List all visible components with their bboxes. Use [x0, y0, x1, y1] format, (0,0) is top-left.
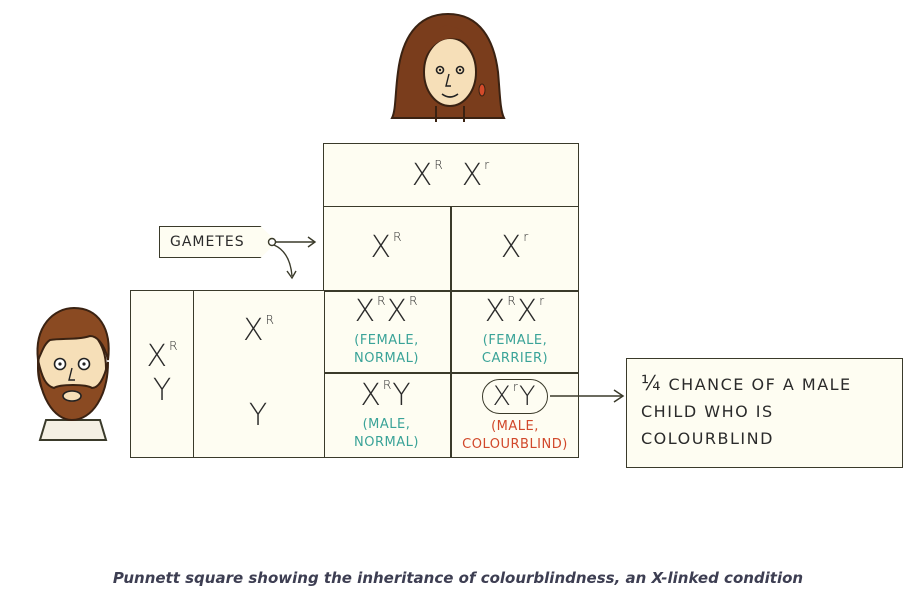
gametes-tag: GAMETES: [159, 226, 277, 258]
offspring-label: (MALE,COLOURBLIND): [462, 418, 568, 452]
father-gamete-2: Y: [248, 398, 269, 433]
mother-gamete-1: XR: [370, 230, 403, 265]
grid-divider-middle: [193, 372, 579, 374]
offspring-female-carrier: XRXr (FEMALE,CARRIER): [481, 293, 549, 366]
offspring-label: (MALE,NORMAL): [354, 416, 419, 450]
father-gamete-1: XR: [243, 313, 275, 348]
father-gametes-box: [193, 290, 325, 458]
note-arrow: [550, 389, 625, 403]
offspring-label: (FEMALE,NORMAL): [354, 332, 419, 366]
offspring-female-normal: XRXR (FEMALE,NORMAL): [354, 293, 419, 366]
father-allele-1: XR: [146, 339, 179, 374]
gametes-arrows: [267, 236, 317, 280]
offspring-label: (FEMALE,CARRIER): [481, 332, 549, 366]
mother-gamete-2: Xr: [500, 230, 530, 265]
grid-divider-vertical: [450, 206, 452, 458]
father-illustration: [36, 306, 110, 441]
father-genotype-box: XR Y: [130, 290, 195, 458]
father-allele-2: Y: [152, 373, 173, 408]
probability-note: ¼ CHANCE OF A MALE CHILD WHO IS COLOURBL…: [626, 358, 903, 468]
offspring-male-normal: XRY (MALE,NORMAL): [354, 377, 419, 450]
figure-caption: Punnett square showing the inheritance o…: [112, 569, 804, 587]
offspring-male-colourblind: XrY (MALE,COLOURBLIND): [462, 378, 568, 452]
mother-allele-1: XR: [411, 157, 444, 193]
mother-illustration: [390, 12, 506, 122]
mother-genotype-box: XR Xr: [323, 143, 579, 208]
mother-allele-2: Xr: [461, 157, 491, 193]
grid-divider-top: [323, 290, 579, 292]
gametes-label: GAMETES: [170, 234, 245, 250]
